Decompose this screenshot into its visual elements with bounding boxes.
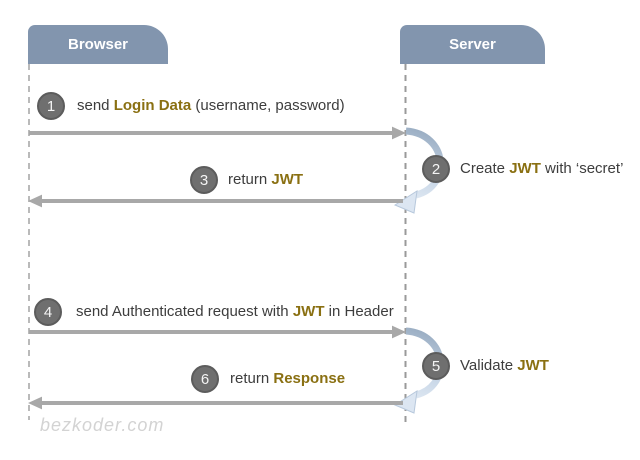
step-4-label: send Authenticated request with JWT in H… — [76, 303, 394, 321]
loop-step2-head — [393, 189, 418, 214]
step-4-text-em: JWT — [292, 303, 325, 320]
step-3-text-em: JWT — [271, 171, 304, 188]
step-5-label: Validate JWT — [460, 357, 549, 375]
step-5-text-pre: Validate — [460, 357, 518, 374]
step-2-text-post: with ‘secret’ — [540, 160, 624, 177]
step-5-text-em: JWT — [517, 357, 549, 374]
arrow-step3-head — [28, 194, 42, 208]
step-1-text-pre: send — [77, 97, 114, 114]
arrow-step1-head — [392, 126, 406, 140]
step-4-badge: 4 — [34, 298, 62, 326]
step-2-badge: 2 — [422, 155, 450, 183]
step-3-badge: 3 — [190, 166, 218, 194]
step-6-badge: 6 — [191, 365, 219, 393]
step-1-label: send Login Data (username, password) — [77, 97, 345, 115]
step-2-label: Create JWT with ‘secret’ — [460, 160, 623, 178]
loop-step5-head — [393, 389, 418, 414]
step-6-text-em: Response — [273, 370, 346, 387]
step-3-text-pre: return — [228, 171, 272, 188]
actor-server: Server — [400, 25, 545, 64]
step-1-badge: 1 — [37, 92, 65, 120]
step-4-text-pre: send Authenticated request with — [76, 303, 293, 320]
step-4-text-post: in Header — [324, 303, 394, 320]
step-2-text-em: JWT — [509, 160, 541, 177]
step-5-badge: 5 — [422, 352, 450, 380]
step-6-text-pre: return — [230, 370, 274, 387]
arrow-step4-head — [392, 325, 406, 339]
step-3-label: return JWT — [228, 171, 303, 189]
step-2-text-pre: Create — [460, 160, 510, 177]
step-1-text-em: Login Data — [113, 97, 192, 114]
step-6-label: return Response — [230, 370, 345, 388]
actor-browser: Browser — [28, 25, 168, 64]
arrow-step6-head — [28, 396, 42, 410]
watermark: bezkoder.com — [40, 415, 165, 435]
step-1-text-post: (username, password) — [191, 97, 345, 114]
